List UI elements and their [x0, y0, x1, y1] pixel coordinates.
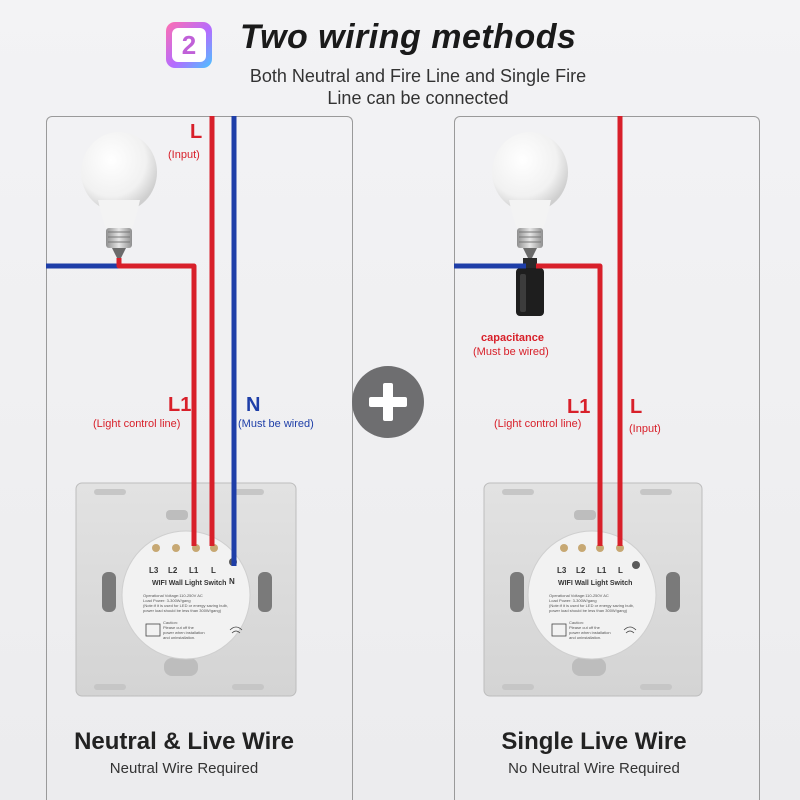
right-caution-1: Caution:	[569, 620, 584, 625]
right-panel	[454, 116, 760, 800]
step-badge: 2	[166, 22, 212, 68]
right-term-L3: L3	[557, 566, 567, 575]
right-switch-name: WIFI Wall Light Switch	[558, 580, 633, 587]
left-label-N-note: (Must be wired)	[238, 418, 314, 430]
left-term-L3: L3	[149, 566, 159, 575]
right-caution-3: power when installation	[569, 630, 611, 635]
right-spec-4: power load should be less than 300W/gang…	[549, 608, 628, 613]
page-title: Two wiring methods	[240, 18, 577, 56]
left-caution-1: Caution:	[163, 620, 178, 625]
right-control-wire-L1	[536, 263, 603, 546]
left-control-wire-L1	[116, 258, 197, 546]
right-caption-sub: No Neutral Wire Required	[508, 760, 680, 777]
left-label-N: N	[246, 394, 261, 416]
left-panel	[46, 116, 353, 800]
right-spec-1: Operational Voltage:110-250V AC	[549, 593, 609, 598]
left-caption-sub: Neutral Wire Required	[109, 760, 259, 777]
left-caution-3: power when installation	[163, 630, 205, 635]
subtitle-line-1: Both Neutral and Fire Line and Single Fi…	[249, 66, 587, 86]
step-number: 2	[181, 29, 197, 60]
right-term-L1: L1	[597, 566, 607, 575]
left-spec-3: (Note:if it is used for LED or energy sa…	[143, 603, 228, 608]
left-spec-1: Operational Voltage:110-250V AC	[143, 593, 203, 598]
right-label-L-note: (Input)	[629, 423, 661, 435]
left-label-L-note: (Input)	[168, 149, 200, 161]
right-label-L1: L1	[567, 396, 591, 418]
left-caution-4: and uninstallation.	[163, 635, 196, 640]
right-label-L1-note: (Light control line)	[494, 418, 582, 430]
right-label-L: L	[630, 396, 643, 418]
capacitor	[516, 258, 544, 316]
subtitle-line-2: Line can be connected	[327, 88, 509, 108]
left-spec-2: Load Power: 3-300W/gang	[143, 598, 191, 603]
left-switch-name: WIFI Wall Light Switch	[152, 580, 227, 587]
left-term-L: L	[211, 566, 216, 575]
right-spec-2: Load Power: 3-300W/gang	[549, 598, 597, 603]
right-spec-3: (Note:if it is used for LED or energy sa…	[549, 603, 634, 608]
right-caution-2: Please cut off the	[569, 625, 600, 630]
capacitance-label: capacitance	[481, 332, 544, 344]
capacitance-note: (Must be wired)	[473, 346, 549, 358]
right-term-L2: L2	[576, 566, 586, 575]
left-wires	[46, 116, 237, 566]
left-term-L2: L2	[168, 566, 178, 575]
plus-icon	[352, 366, 424, 438]
page-subtitle: Both Neutral and Fire Line and Single Fi…	[0, 65, 800, 109]
left-caution-2: Please cut off the	[163, 625, 194, 630]
right-term-L: L	[618, 566, 623, 575]
right-switch	[483, 482, 703, 697]
right-caution-4: and uninstallation.	[569, 635, 602, 640]
left-label-L1: L1	[168, 394, 192, 416]
left-spec-4: power load should be less than 300W/gang…	[143, 608, 222, 613]
right-wires	[454, 116, 623, 546]
right-bulb	[492, 132, 568, 258]
left-switch	[75, 482, 297, 697]
left-caption-title: Neutral & Live Wire	[74, 728, 294, 755]
header: 2 Two wiring methods Both Neutral and Fi…	[0, 0, 800, 112]
left-label-L: L	[190, 121, 203, 143]
left-term-L1: L1	[189, 566, 199, 575]
right-caption-title: Single Live Wire	[501, 728, 687, 755]
left-term-N: N	[229, 577, 235, 586]
left-label-L1-note: (Light control line)	[93, 418, 181, 430]
left-bulb	[81, 132, 157, 258]
